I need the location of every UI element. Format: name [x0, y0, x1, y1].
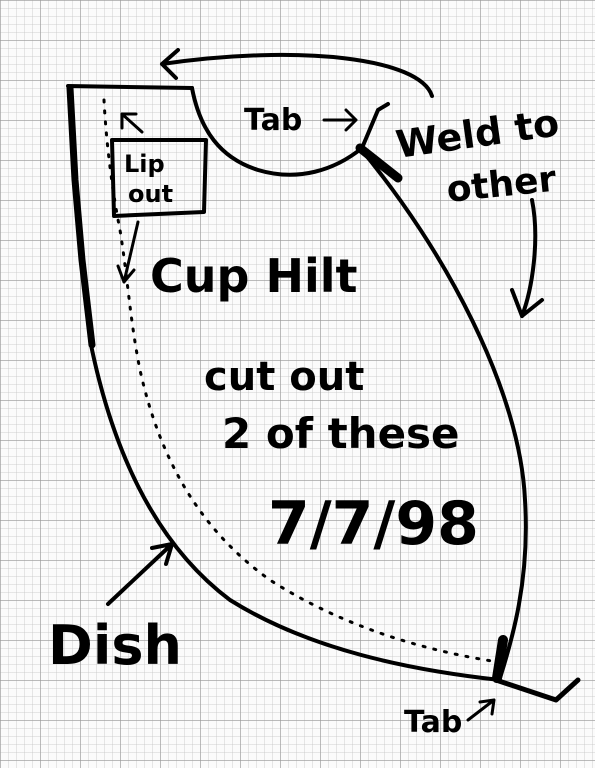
- tab-top-arrow-icon: [322, 108, 358, 132]
- weld-curved-arrow-icon: [160, 48, 434, 98]
- top-left-edge: [66, 84, 194, 90]
- lip-arrow-icon: [120, 112, 144, 134]
- date-label: 7/7/98: [268, 489, 479, 559]
- bottom-tab-line: [493, 677, 581, 703]
- weld-label-line1: Weld to: [393, 101, 562, 167]
- dish-arrow-icon: [106, 542, 174, 606]
- dish-outer-curve: [88, 338, 502, 682]
- other-down-arrow-icon: [510, 198, 544, 318]
- lip-label-line2: out: [128, 180, 173, 208]
- bottom-tab-mark: [492, 635, 508, 683]
- tab-bottom-label: Tab: [404, 705, 462, 740]
- weld-label-line2: other: [445, 159, 559, 211]
- top-tab-mark: [355, 143, 403, 183]
- cup-hilt-arrow-icon: [116, 220, 140, 284]
- right-outer-curve: [358, 146, 528, 680]
- cut-out-label-line2: 2 of these: [222, 409, 460, 458]
- cup-hilt-label: Cup Hilt: [150, 249, 357, 303]
- lip-label-line1: Lip: [124, 150, 165, 178]
- tab-bottom-arrow-icon: [466, 698, 496, 722]
- dish-label: Dish: [48, 614, 182, 677]
- cut-out-label-line1: cut out: [204, 354, 364, 400]
- lip-out-box: [110, 138, 208, 218]
- top-notch-curve: [190, 86, 390, 177]
- tab-top-label: Tab: [244, 103, 302, 138]
- left-thick-edge: [66, 84, 96, 349]
